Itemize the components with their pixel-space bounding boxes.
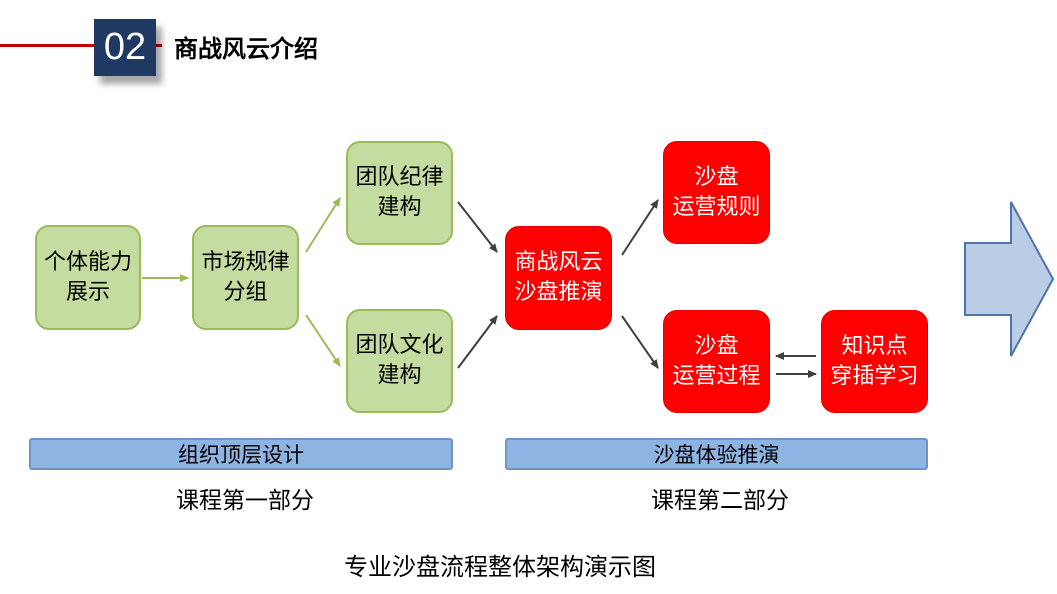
arrow-sandbox-to-rules [621,199,659,256]
bar-sandbox-experience: 沙盘体验推演 [505,438,928,470]
node-individual-ability: 个体能力 展示 [35,225,141,330]
arrow-culture-to-sandbox [457,315,498,369]
node-team-discipline: 团队纪律 建构 [346,141,453,245]
header-rule [0,44,98,47]
node-sandbox-simulation: 商战风云 沙盘推演 [505,226,612,330]
node-operation-process: 沙盘 运营过程 [663,310,770,413]
arrow-market-to-discipline [305,197,341,253]
node-team-culture: 团队文化 建构 [346,309,453,413]
node-market-grouping: 市场规律 分组 [192,225,299,330]
caption-part-two: 课程第二部分 [651,488,789,514]
arrow-market-to-culture [305,314,341,367]
big-right-arrow [964,201,1055,357]
caption-part-one: 课程第一部分 [176,488,314,514]
page-title: 商战风云介绍 [174,34,318,63]
arrow-discipline-to-sandbox [457,201,498,253]
node-operation-rules: 沙盘 运营规则 [663,141,770,244]
node-knowledge-learning: 知识点 穿插学习 [821,310,928,413]
header-rule-end [154,44,162,47]
arrow-sandbox-to-process [621,315,659,369]
section-number-badge: 02 [94,19,156,76]
caption-main: 专业沙盘流程整体架构演示图 [344,553,656,581]
bar-org-top-design: 组织顶层设计 [29,438,453,470]
